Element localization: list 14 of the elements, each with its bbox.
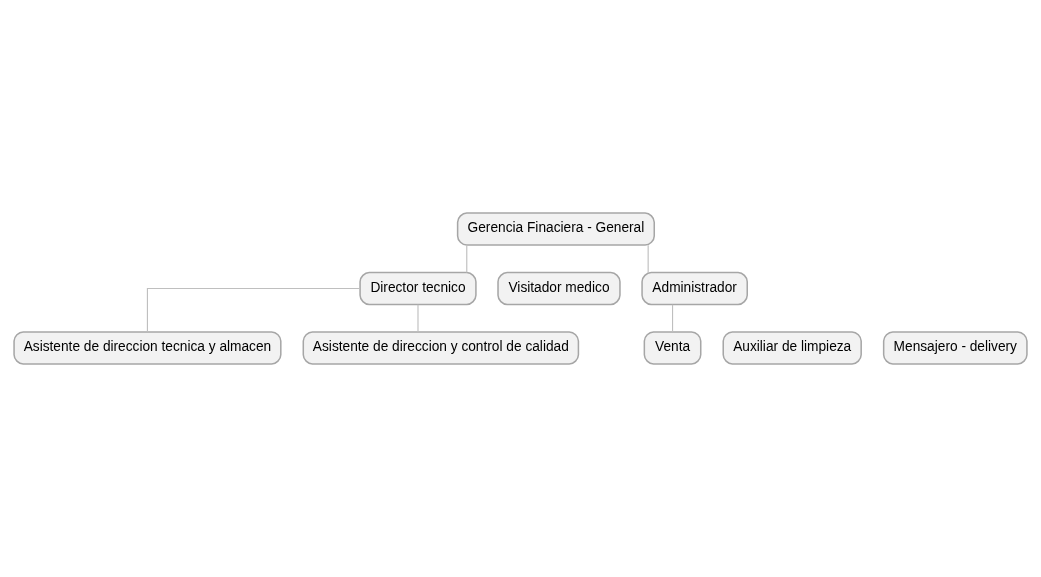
node-box: Director tecnico (359, 271, 477, 306)
connector (647, 244, 649, 274)
connector (671, 304, 674, 333)
node-box: Asistente de direccion y control de calidad (302, 331, 580, 365)
node-box: Auxiliar de limpieza (722, 331, 862, 365)
node-box: Venta (643, 331, 702, 365)
connector (146, 287, 361, 333)
node-box: Visitador medico (497, 271, 621, 306)
connector (417, 304, 419, 333)
node-box: Gerencia Finaciera - General (456, 212, 655, 246)
node-box: Mensajero - delivery (882, 331, 1028, 365)
connector (466, 244, 468, 274)
node-box: Administrador (641, 271, 748, 306)
node-box: Asistente de direccion tecnica y almacen (13, 331, 282, 365)
